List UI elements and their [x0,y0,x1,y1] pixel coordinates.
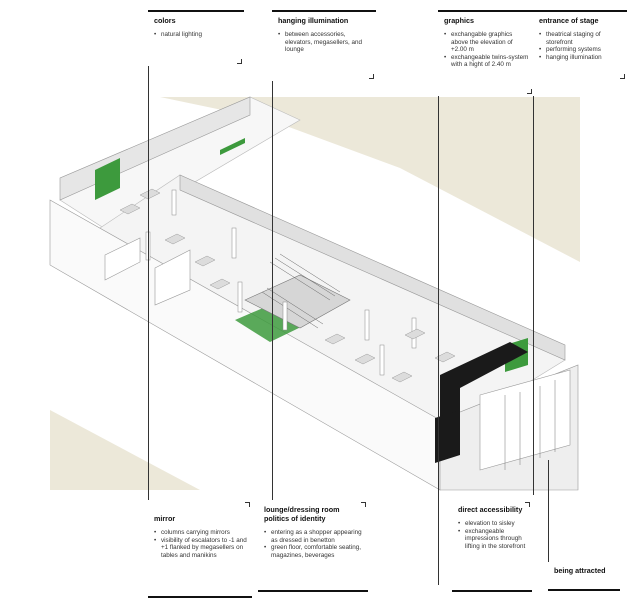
panel-hanging: hanging illumination between accessories… [272,10,376,81]
panel-lounge-corner [361,502,366,507]
leader-line-attracted [548,460,549,585]
panel-mirror-item-1: columns carrying mirrors [154,529,248,537]
panel-direct: direct accessibility elevation to sisley… [452,500,532,592]
panel-entrance-title: entrance of stage [539,16,599,25]
panel-colors-title: colors [154,16,176,25]
panel-hanging-list: between accessories, elevators, megasell… [278,31,372,54]
panel-colors-corner [237,59,242,64]
leader-line-colors [148,60,149,582]
panel-direct-title: direct accessibility [458,505,523,514]
escalator-steps [261,253,341,329]
panel-entrance-item-3: hanging illumination [539,54,623,62]
panel-hanging-corner [369,74,374,79]
panel-lounge-list: entering as a shopper appearing as dress… [264,529,364,559]
panel-lounge-item-2: green floor, comfortable seating, magazi… [264,544,364,559]
panel-attracted-title: being attracted [554,566,606,575]
green-floor-lounge [235,305,305,342]
panel-graphics-item-2: exchangeable twins-system with a hight o… [444,54,530,69]
beige-ground-top [50,97,580,262]
panel-graphics-list: exchangable graphics above the elevation… [444,31,530,69]
leader-line-graphics [438,90,439,585]
panel-attracted: being attracted [548,562,620,591]
leader-line-hanging [272,75,273,585]
panel-colors-list: natural lighting [154,31,240,39]
green-strip-upper [220,138,245,155]
panel-entrance-list: theatrical staging of storefront perform… [539,31,623,61]
panel-hanging-item: between accessories, elevators, megasell… [278,31,372,54]
panel-colors-item: natural lighting [154,31,240,39]
black-storefront-panel [435,410,460,463]
panel-direct-corner [525,502,530,507]
escalator-pit [244,274,351,329]
panel-entrance: entrance of stage theatrical staging of … [533,10,627,81]
panel-colors: colors natural lighting [148,10,244,66]
inner-partitions [104,237,571,471]
panel-graphics-title: graphics [444,16,474,25]
panel-entrance-item-1: theatrical staging of storefront [539,31,623,46]
panel-lounge-item-1: entering as a shopper appearing as dress… [264,529,364,544]
storefront-glazing [504,380,556,470]
panel-direct-list: elevation to sisley exchangeable impress… [458,520,528,550]
panel-entrance-item-2: performing systems [539,46,623,54]
wall-back-right [179,174,566,361]
panel-hanging-title: hanging illumination [278,16,349,25]
panel-lounge-title: lounge/dressing room politics of identit… [264,505,340,523]
beige-ground-bottom [50,410,200,490]
display-tables [119,188,456,383]
panel-mirror-corner [245,502,250,507]
leader-line-entrance [533,75,534,495]
panel-mirror-list: columns carrying mirrors visibility of e… [154,529,248,559]
panel-mirror-item-2: visibility of escalators to -1 and +1 fl… [154,537,248,560]
panel-graphics-item-1: exchangable graphics above the elevation… [444,31,530,54]
panel-lounge: lounge/dressing room politics of identit… [258,500,368,592]
panel-direct-item-2: exchangeable impressions through lifting… [458,528,528,551]
panel-graphics-corner [527,89,532,94]
panel-mirror: mirror columns carrying mirrors visibili… [148,500,252,598]
panel-mirror-title: mirror [154,514,176,523]
black-walkway [440,342,528,420]
panel-entrance-corner [620,74,625,79]
green-wall-upper [95,158,120,200]
panel-direct-item-1: elevation to sisley [458,520,528,528]
panel-graphics: graphics exchangable graphics above the … [438,10,534,96]
